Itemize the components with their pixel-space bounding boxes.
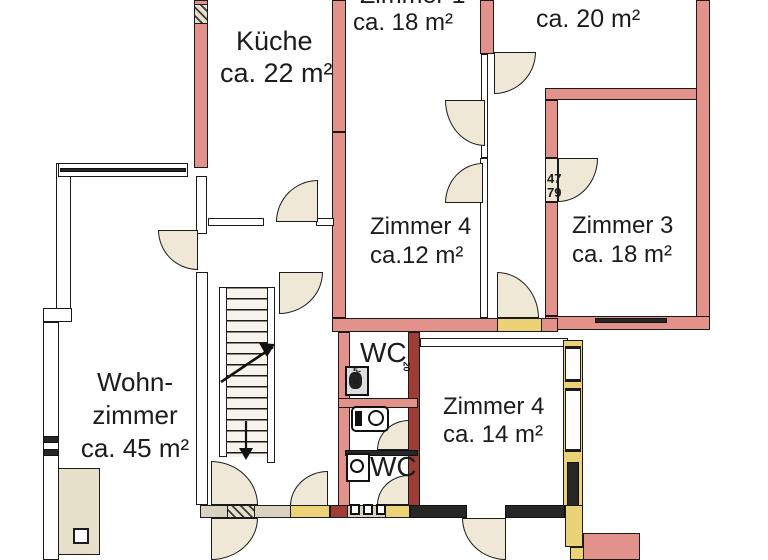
toilet-bowl-unten [350, 459, 364, 473]
wall-wohnzimmer-right [196, 272, 208, 505]
wohnzimmer-label: Wohn- zimmer ca. 45 m² [80, 367, 190, 463]
window-left-1 [43, 436, 59, 443]
door-room20 [494, 52, 536, 94]
threshold-corridor [497, 318, 542, 332]
wall-block-bottom-right [583, 533, 640, 560]
wall-zimmer4-gross-top [420, 338, 568, 347]
kueche-name: Küche [236, 26, 313, 56]
wall-left-outer-upper [56, 163, 71, 309]
zimmer4-gross-name: Zimmer 4 [443, 393, 545, 420]
wall-bottom-yellow-v [565, 505, 583, 547]
window-zimmer3-bottom [595, 318, 667, 323]
zimmer1-name-clipped: Zimmer 1 [352, 0, 482, 8]
wc-unten-label: WC [370, 451, 417, 482]
window-bar-right [567, 462, 579, 510]
wall-left-step [43, 308, 72, 322]
kueche-area: ca. 22 m² [220, 58, 333, 88]
door-zimmer4-klein [445, 163, 483, 203]
radiator-seg-3 [376, 504, 386, 515]
wall-bottom-2 [410, 505, 467, 518]
radiator-seg-1 [350, 504, 360, 515]
door-wohnzimmer [158, 230, 198, 270]
wall-bottom-3 [505, 505, 565, 518]
window-band-top-glass [60, 168, 186, 172]
wall-kueche-zimmer1 [332, 0, 346, 132]
radiator-seg-2 [363, 504, 373, 515]
wall-kueche-bottom-right [316, 218, 334, 226]
chimney-hatch-top [194, 4, 208, 24]
dim-47: 47 [547, 171, 562, 186]
stair-direction-arrows [220, 343, 275, 460]
door-zimmer3 [558, 158, 598, 202]
chimney-flue [73, 528, 89, 544]
zimmer4-gross-area: ca. 14 m² [443, 421, 544, 448]
door-hall-bottom-mid [290, 471, 328, 506]
wc-oben-label: WC [360, 337, 407, 368]
wall-zimmer1-right-stub [480, 0, 494, 54]
sink-bowl-mitte [368, 410, 384, 426]
wall-below-kueche [196, 176, 207, 234]
zimmer3-name: Zimmer 3 [572, 212, 674, 239]
window-zimmer4-gross-2 [565, 388, 581, 452]
wall-zimmer3-left-lower [545, 202, 558, 316]
zimmer1-area: ca. 18 m² [353, 9, 454, 36]
wall-zimmer4-klein-right [480, 158, 488, 318]
threshold-bottom-2 [385, 505, 410, 518]
door-stairs-hall [279, 272, 323, 314]
window-left-2 [43, 449, 59, 456]
wc-dim-2: U [353, 376, 360, 386]
wall-stairs-right [267, 287, 275, 463]
wc-dim-1: 5- [353, 366, 362, 376]
door-corridor [497, 272, 539, 318]
zimmer4-klein-name: Zimmer 4 [370, 213, 472, 240]
wc-dim-3: 20 [401, 361, 412, 372]
window-zimmer4-gross-1 [565, 346, 581, 382]
wall-bottom-hatch [227, 505, 255, 518]
wall-right-exterior [696, 0, 710, 328]
threshold-bottom-1 [290, 505, 330, 518]
room20-area: ca. 20 m² [536, 5, 641, 33]
wall-room20-zimmer3 [545, 88, 710, 100]
wall-kueche-left [194, 0, 208, 168]
wall-zimmer3-left-upper [545, 100, 558, 158]
wall-zimmer4-klein-left [332, 132, 346, 318]
zimmer4-klein-area: ca.12 m² [370, 242, 464, 269]
toilet-bowl-oben [349, 372, 362, 389]
door-below-wall-left [211, 518, 258, 560]
door-zimmer1 [445, 100, 485, 146]
door-kueche [276, 180, 318, 222]
wall-kueche-bottom-left [208, 218, 264, 226]
zimmer3-area: ca. 18 m² [572, 241, 673, 268]
wall-stairs-left [219, 287, 227, 457]
wall-wc-divider2 [345, 450, 418, 456]
door-below-zimmer4-gross [462, 518, 506, 560]
dim-79: 79 [547, 185, 562, 200]
wall-bottom-red [330, 505, 348, 518]
sink-tap-mitte [355, 411, 362, 426]
